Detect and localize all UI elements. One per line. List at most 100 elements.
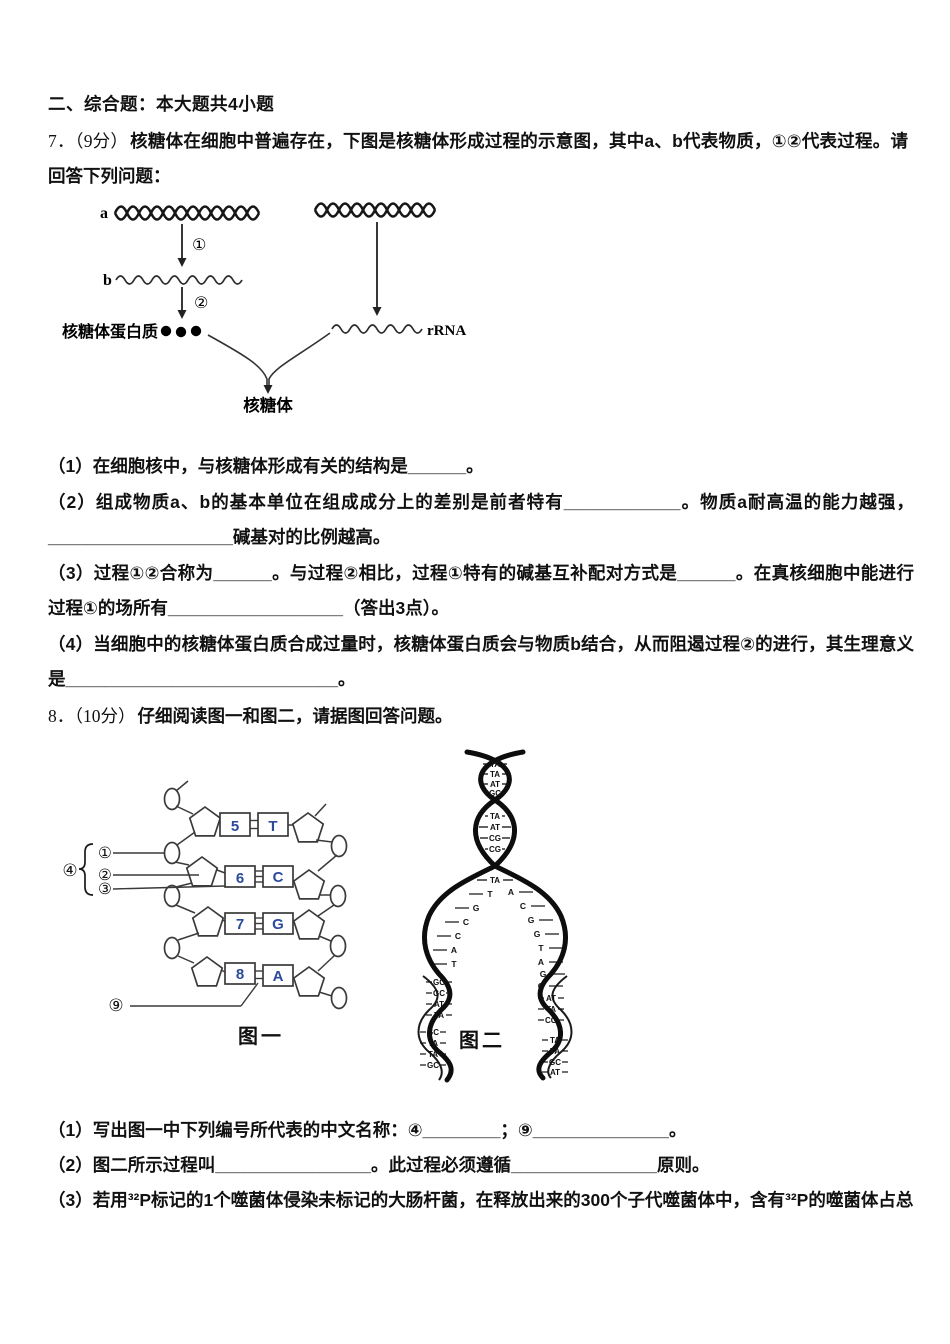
parent-helix-strands — [464, 749, 526, 869]
daughter-new-strands — [417, 975, 573, 1081]
q8-item-2: （2）图二所示过程叫________________。此过程必须遵循______… — [48, 1155, 710, 1175]
merge-arrows — [207, 332, 331, 385]
q8-stem-text: 仔细阅读图一和图二，请据图回答问题。 — [137, 706, 453, 726]
svg-text:AT: AT — [434, 1000, 444, 1009]
svg-text:TA: TA — [490, 760, 500, 769]
svg-text:TA: TA — [490, 812, 500, 821]
arm-ticks — [433, 891, 565, 987]
label-b: b — [103, 272, 112, 289]
base-8: 8 — [236, 966, 244, 983]
svg-text:CG: CG — [545, 1016, 557, 1025]
svg-text:AT: AT — [546, 994, 556, 1003]
q8-number: 8．（10分） — [48, 706, 136, 726]
svg-text:TA: TA — [550, 1036, 560, 1045]
rrna-wavy-line — [331, 324, 423, 334]
svg-text:CG: CG — [489, 845, 501, 854]
base-7: 7 — [236, 916, 244, 933]
q7-items: （1）在细胞核中，与核糖体形成有关的结构是______。 （2）组成物质a、b的… — [48, 449, 914, 698]
base-C: C — [273, 869, 284, 886]
dna-replication-figure: TA TA AT GC TA AT CG CG TA T G C C A T — [417, 749, 573, 1083]
ribosome-protein-label: 核糖体蛋白质 — [62, 322, 158, 341]
process-1-label: ① — [192, 235, 206, 254]
svg-text:T: T — [487, 889, 493, 899]
process-2-label: ② — [194, 293, 208, 312]
section-header: 二、综合题：本大题共4小题 — [48, 94, 275, 114]
deoxyribose-pentagon — [292, 868, 326, 900]
svg-text:GC: GC — [489, 789, 501, 798]
hydrogen-bond-lines — [250, 819, 263, 980]
dna-ladder-figure: 5 T 6 C 7 G 8 A ① ② ③ ④ ⑨ — [62, 780, 348, 1015]
svg-text:C: C — [520, 901, 526, 911]
parent-pair-ticks — [477, 763, 513, 881]
base-6: 6 — [236, 870, 244, 887]
callout-numbers: ① ② ③ ④ ⑨ — [62, 845, 123, 1015]
q8-item-3: （3）若用³²P标记的1个噬菌体侵染未标记的大肠杆菌，在释放出来的300个子代噬… — [48, 1190, 914, 1210]
callout-lines — [112, 852, 259, 1007]
svg-text:A: A — [538, 957, 544, 967]
svg-text:T: T — [538, 943, 544, 953]
svg-text:GC: GC — [427, 1028, 439, 1037]
figure1-caption: 图一 — [238, 1026, 284, 1048]
parent-pair-labels: TA TA AT GC TA AT CG CG TA — [489, 760, 501, 885]
q8-items: （1）写出图一中下列编号所代表的中文名称：④________；⑨________… — [48, 1113, 914, 1218]
callout-2: ② — [98, 867, 112, 884]
callout-4: ④ — [62, 861, 77, 880]
deoxyribose-pentagon — [191, 905, 225, 937]
svg-text:CG: CG — [489, 834, 501, 843]
svg-text:AT: AT — [490, 780, 500, 789]
svg-text:G: G — [540, 969, 547, 979]
base-A: A — [273, 968, 284, 985]
deoxyribose-pentagon — [190, 955, 224, 987]
fork-strands — [421, 863, 569, 1083]
svg-text:A: A — [508, 887, 514, 897]
svg-text:TA: TA — [490, 770, 500, 779]
rrna-label: rRNA — [427, 323, 466, 339]
svg-text:GC: GC — [433, 978, 445, 987]
svg-text:GC: GC — [549, 1058, 561, 1067]
q7-item-4: （4）当细胞中的核糖体蛋白质合成过量时，核糖体蛋白质会与物质b结合，从而阻遏过程… — [48, 633, 914, 690]
q7-item-1: （1）在细胞核中，与核糖体形成有关的结构是______。 — [48, 456, 484, 476]
svg-text:AT: AT — [550, 1068, 560, 1077]
callout-3: ③ — [98, 881, 112, 898]
svg-text:A: A — [451, 945, 457, 955]
q7-item-2: （2）组成物质a、b的基本单位在组成成分上的差别是前者特有___________… — [48, 491, 914, 548]
ribosome-formation-diagram: a b ① ② 核糖体蛋白质 rRNA — [62, 202, 466, 415]
base-G: G — [272, 916, 284, 933]
backbone — [163, 780, 348, 1010]
svg-text:TA: TA — [428, 1039, 438, 1048]
process-1-arrow — [177, 224, 187, 267]
q7-number: 7．（9分） — [48, 131, 129, 151]
q8-stem: 8．（10分）仔细阅读图一和图二，请据图回答问题。 — [48, 699, 748, 734]
brace — [78, 843, 94, 896]
callout-9: ⑨ — [108, 996, 123, 1015]
callout-1: ① — [98, 845, 112, 862]
figure2-caption: 图二 — [459, 1030, 505, 1052]
q7-stem-text: 核糖体在细胞中普遍存在，下图是核糖体形成过程的示意图，其中a、b代表物质，①②代… — [48, 131, 908, 186]
label-a: a — [100, 205, 108, 222]
svg-text:AT: AT — [490, 823, 500, 832]
deoxyribose-pentagon — [291, 811, 325, 843]
svg-text:G: G — [538, 981, 545, 991]
svg-text:TA: TA — [428, 1050, 438, 1059]
base-5: 5 — [231, 818, 239, 835]
daughter-pair-ticks — [420, 981, 568, 1073]
deoxyribose-pentagon — [292, 908, 326, 940]
svg-text:GC: GC — [433, 989, 445, 998]
svg-text:T: T — [451, 959, 457, 969]
svg-text:TA: TA — [546, 1005, 556, 1014]
svg-text:C: C — [463, 917, 469, 927]
process-2-arrow — [177, 287, 187, 319]
dna-helix-right — [313, 202, 437, 218]
arm-base-labels: T G C C A T A C G G T A G G — [451, 887, 547, 991]
deoxyribose-pentagon — [292, 965, 326, 997]
svg-text:G: G — [473, 903, 480, 913]
base-labels: 5 T 6 C 7 G 8 A — [231, 818, 284, 985]
protein-dots — [160, 325, 202, 338]
ribosome-label: 核糖体 — [243, 395, 293, 415]
svg-text:C: C — [455, 931, 461, 941]
q8-item-1: （1）写出图一中下列编号所代表的中文名称：④________；⑨________… — [48, 1120, 687, 1140]
rrna-synthesis-arrow — [372, 222, 382, 316]
merge-arrowhead — [263, 385, 273, 394]
svg-text:G: G — [528, 915, 535, 925]
